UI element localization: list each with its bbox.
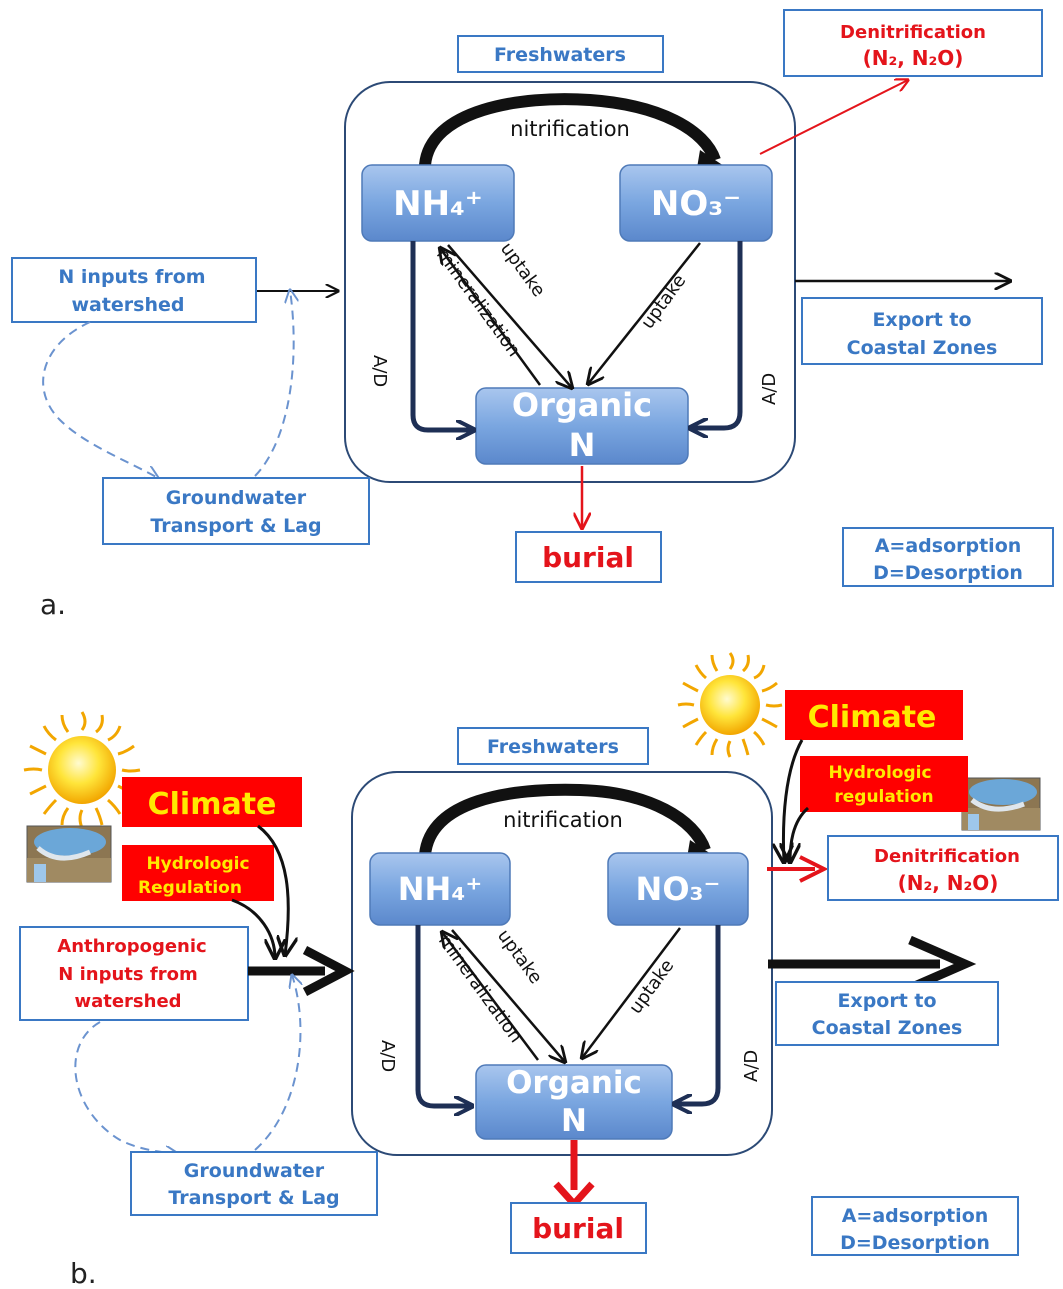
denitrification-box-b xyxy=(827,835,1059,901)
freshwaters-label-b: Freshwaters xyxy=(487,736,619,758)
legend-adsorption: A=adsorption xyxy=(875,535,1022,557)
no3-node xyxy=(619,164,773,242)
n-inputs-label-1: N inputs from xyxy=(58,266,205,288)
ad-left-label: A/D xyxy=(369,355,390,387)
export-label-2-b: Coastal Zones xyxy=(812,1017,963,1039)
no3-label: NO₃⁻ xyxy=(651,184,741,224)
nh4-node-b xyxy=(369,852,511,926)
export-box-b xyxy=(775,981,999,1046)
sun-icon xyxy=(23,711,141,829)
uptake-nh4-arrow xyxy=(447,244,572,388)
export-label-1-b: Export to xyxy=(837,990,936,1012)
hydrologic-label-right-1: Hydrologic xyxy=(828,763,931,783)
groundwater-dashed-down xyxy=(42,321,158,478)
ad-left-arrow-b xyxy=(415,925,470,1106)
organic-n-label: N xyxy=(569,426,596,464)
organic-label: Organic xyxy=(512,386,652,424)
climate-left-arrow xyxy=(257,824,288,955)
panel-a-letter: a. xyxy=(40,588,66,621)
uptake-no3-arrow xyxy=(588,242,701,384)
organic-label-b: Organic xyxy=(506,1065,642,1101)
uptake-nh4-arrow-b xyxy=(451,929,565,1062)
freshwaters-label: Freshwaters xyxy=(494,44,626,66)
anthropogenic-label-2: N inputs from xyxy=(58,964,197,985)
groundwater-dashed-up xyxy=(254,290,294,477)
n-inputs-label-2: watershed xyxy=(71,294,184,316)
denitrification-box xyxy=(783,9,1043,77)
groundwater-dashed-up-b xyxy=(254,975,300,1151)
climate-right-arrow xyxy=(783,739,804,862)
groundwater-label-2-b: Transport & Lag xyxy=(168,1187,339,1209)
export-box xyxy=(801,297,1043,365)
ad-left-label-b: A/D xyxy=(377,1040,398,1072)
climate-label-right: Climate xyxy=(808,700,937,735)
legend-box-b xyxy=(811,1196,1019,1256)
panel-a: Freshwaters Denitrification (N₂, N₂O) ni… xyxy=(11,9,1054,621)
hydrologic-label-right-2: regulation xyxy=(834,787,933,807)
anthropogenic-inputs-box xyxy=(19,926,249,1021)
burial-box-b xyxy=(510,1202,647,1254)
nitrification-arrow-b xyxy=(419,783,711,856)
burial-label: burial xyxy=(542,541,634,574)
no3-node-b xyxy=(607,852,749,926)
nitrification-label: nitrification xyxy=(510,117,630,141)
legend-desorption-b: D=Desorption xyxy=(840,1232,990,1254)
climate-label-left: Climate xyxy=(148,787,277,822)
panel-b-letter: b. xyxy=(70,1257,97,1289)
anthropogenic-label-3: watershed xyxy=(74,991,181,1012)
hydrologic-box-left xyxy=(122,845,274,901)
nitrification-arrow xyxy=(419,93,721,167)
export-label-2: Coastal Zones xyxy=(847,337,998,359)
nitrification-label-b: nitrification xyxy=(503,808,623,832)
dam-image-icon xyxy=(26,825,112,883)
nh4-node xyxy=(361,164,515,242)
groundwater-dashed-down-b xyxy=(74,1021,178,1154)
groundwater-label-2: Transport & Lag xyxy=(150,515,321,537)
dam-image-icon-right xyxy=(961,777,1041,831)
export-label-1: Export to xyxy=(872,309,971,331)
n-inputs-box xyxy=(11,257,257,323)
mineralization-arrow xyxy=(440,248,542,386)
burial-box xyxy=(515,531,662,583)
climate-box-left xyxy=(122,777,302,827)
groundwater-label-1-b: Groundwater xyxy=(184,1160,325,1182)
groundwater-label-1: Groundwater xyxy=(166,487,307,509)
groundwater-box xyxy=(102,477,370,545)
climate-box-right xyxy=(785,690,963,740)
anthropogenic-label-1: Anthropogenic xyxy=(57,936,206,957)
hydrologic-label-left-1: Hydrologic xyxy=(146,854,249,874)
denitrification-label: Denitrification xyxy=(840,22,986,43)
hydrologic-left-arrow xyxy=(231,898,275,958)
mineralization-arrow-b xyxy=(442,932,539,1061)
denitrification-arrow xyxy=(759,80,908,155)
freshwaters-box-b xyxy=(457,727,649,765)
groundwater-box-b xyxy=(130,1151,378,1216)
burial-label-b: burial xyxy=(532,1212,624,1245)
no3-label-b: NO₃⁻ xyxy=(636,870,721,908)
denitrification-gases: (N₂, N₂O) xyxy=(863,46,964,70)
legend-box xyxy=(842,527,1054,587)
hydrologic-label-left-2: Regulation xyxy=(138,878,242,898)
hydrologic-right-arrow xyxy=(790,806,810,862)
legend-desorption: D=Desorption xyxy=(873,562,1023,584)
ad-right-label: A/D xyxy=(759,373,780,405)
ad-left-arrow xyxy=(410,241,472,430)
denitrification-label-b: Denitrification xyxy=(874,846,1020,867)
ad-right-label-b: A/D xyxy=(741,1050,762,1082)
denitrification-gases-b: (N₂, N₂O) xyxy=(898,871,999,895)
sun-icon-right xyxy=(677,652,783,758)
legend-adsorption-b: A=adsorption xyxy=(842,1205,989,1227)
panel-b: Freshwaters nitrification NH₄⁺ NO₃⁻ Orga… xyxy=(19,652,1059,1289)
ad-right-arrow xyxy=(692,241,743,428)
hydrologic-box-right xyxy=(800,756,968,812)
nh4-label-b: NH₄⁺ xyxy=(398,870,482,908)
ad-right-arrow-b xyxy=(676,925,721,1104)
nh4-label: NH₄⁺ xyxy=(393,184,483,224)
freshwaters-box xyxy=(457,35,664,73)
uptake-no3-arrow-b xyxy=(582,927,681,1058)
organic-n-label-b: N xyxy=(561,1103,587,1139)
